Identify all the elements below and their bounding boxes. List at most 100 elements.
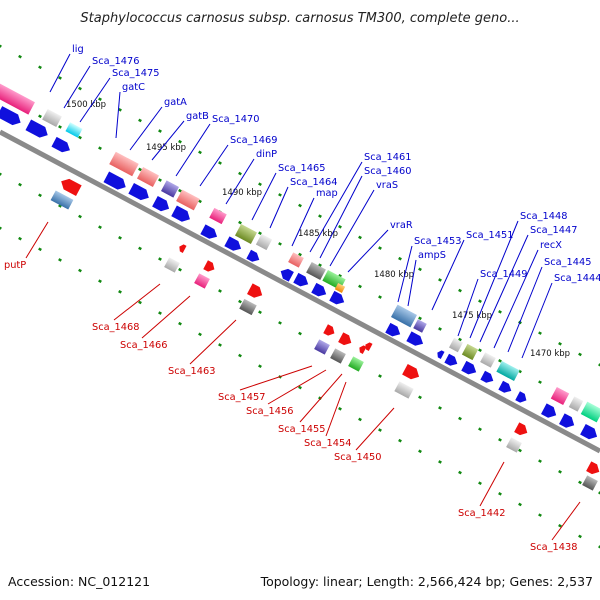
tick-mark [298,331,302,336]
bottom-gene-label: Sca_1455 [278,424,325,435]
top-gene-label: Sca_1465 [278,163,325,174]
top-gene-label: dinP [256,149,277,160]
top-gene-label: recX [540,240,562,251]
forward-strand-arrow [25,119,48,138]
tick-mark [98,146,102,150]
leader-line [199,144,229,187]
leader-line [141,295,191,339]
tick-mark [198,199,202,204]
tick-mark [418,395,422,400]
forward-strand-arrow [293,272,309,287]
tick-mark [598,363,600,367]
tick-mark [298,385,302,390]
forward-strand-arrow [224,236,242,251]
tick-mark [158,311,162,315]
tick-mark [358,417,362,422]
forward-strand-arrow [480,370,494,383]
leader-line [493,249,539,349]
tick-mark [98,97,102,101]
top-gene-label: Sca_1475 [112,68,159,79]
tick-mark [338,273,342,278]
top-gene-label: gatC [122,82,145,93]
leader-line [115,91,121,139]
tick-mark [118,235,122,240]
tick-mark [178,321,182,326]
tick-mark [578,352,582,357]
forward-strand-arrow [385,322,401,337]
gene-box [109,151,139,177]
leader-line [291,197,315,247]
tick-mark [418,449,422,454]
bottom-gene-label: Sca_1456 [246,406,293,417]
gene-box [314,339,330,355]
tick-mark [238,299,242,304]
gene-box [413,319,427,333]
leader-line [309,161,363,253]
tick-mark [438,460,442,464]
leader-line [151,120,185,161]
tick-mark [18,236,22,241]
reverse-strand-arrow [586,461,600,475]
leader-line [355,407,395,451]
leader-line [129,106,163,151]
bottom-gene-label: putP [4,260,26,271]
tick-mark [138,167,142,172]
top-gene-label: Sca_1444 [554,273,600,284]
tick-mark [258,364,262,369]
tick-mark [358,235,362,240]
tick-mark [18,182,22,187]
gene-box [480,352,496,368]
tick-mark [78,86,82,91]
kbp-tick-label: 1485 kbp [298,229,338,239]
gene-box [334,283,346,293]
leader-line [225,158,255,205]
tick-mark [238,171,242,176]
forward-strand-arrow [200,224,218,239]
top-gene-label: Sca_1460 [364,166,411,177]
tick-mark [258,231,262,236]
tick-mark [378,295,382,299]
tick-mark [598,491,600,495]
kbp-tick-label: 1480 kbp [374,270,414,280]
tick-mark [138,246,142,251]
forward-strand-arrow [498,380,512,393]
tick-mark [298,252,302,257]
leader-line [113,283,161,321]
gene-box [506,437,522,453]
gene-box [209,207,227,225]
tick-mark [598,545,600,549]
bottom-gene-label: Sca_1466 [120,340,167,351]
forward-strand-arrow [461,360,477,375]
tick-mark [78,135,82,140]
tick-mark [318,214,322,218]
tick-mark [98,279,102,283]
leader-line [407,259,417,307]
tick-mark [158,129,162,133]
bottom-gene-label: Sca_1457 [218,392,265,403]
bottom-gene-label: Sca_1438 [530,542,577,553]
tick-mark [538,380,542,384]
leader-line [267,369,327,405]
tick-mark [458,470,462,475]
tick-mark [258,310,262,315]
tick-mark [178,267,182,272]
forward-strand-arrow [515,391,527,403]
forward-strand-arrow [437,350,445,359]
tick-mark [78,268,82,273]
leader-line [299,373,343,423]
kbp-tick-label: 1500 kbp [66,100,106,110]
reverse-strand-arrow [514,422,528,436]
tick-mark [58,125,62,129]
leader-line [49,53,71,93]
gene-box [50,190,74,210]
tick-mark [158,178,162,182]
leader-line [521,282,553,359]
top-gene-label: ampS [418,250,446,261]
leader-line [251,172,277,221]
tick-mark [398,438,402,443]
tick-mark [418,267,422,272]
tick-mark [438,406,442,410]
leader-line [479,461,505,507]
gene-box [568,396,584,412]
